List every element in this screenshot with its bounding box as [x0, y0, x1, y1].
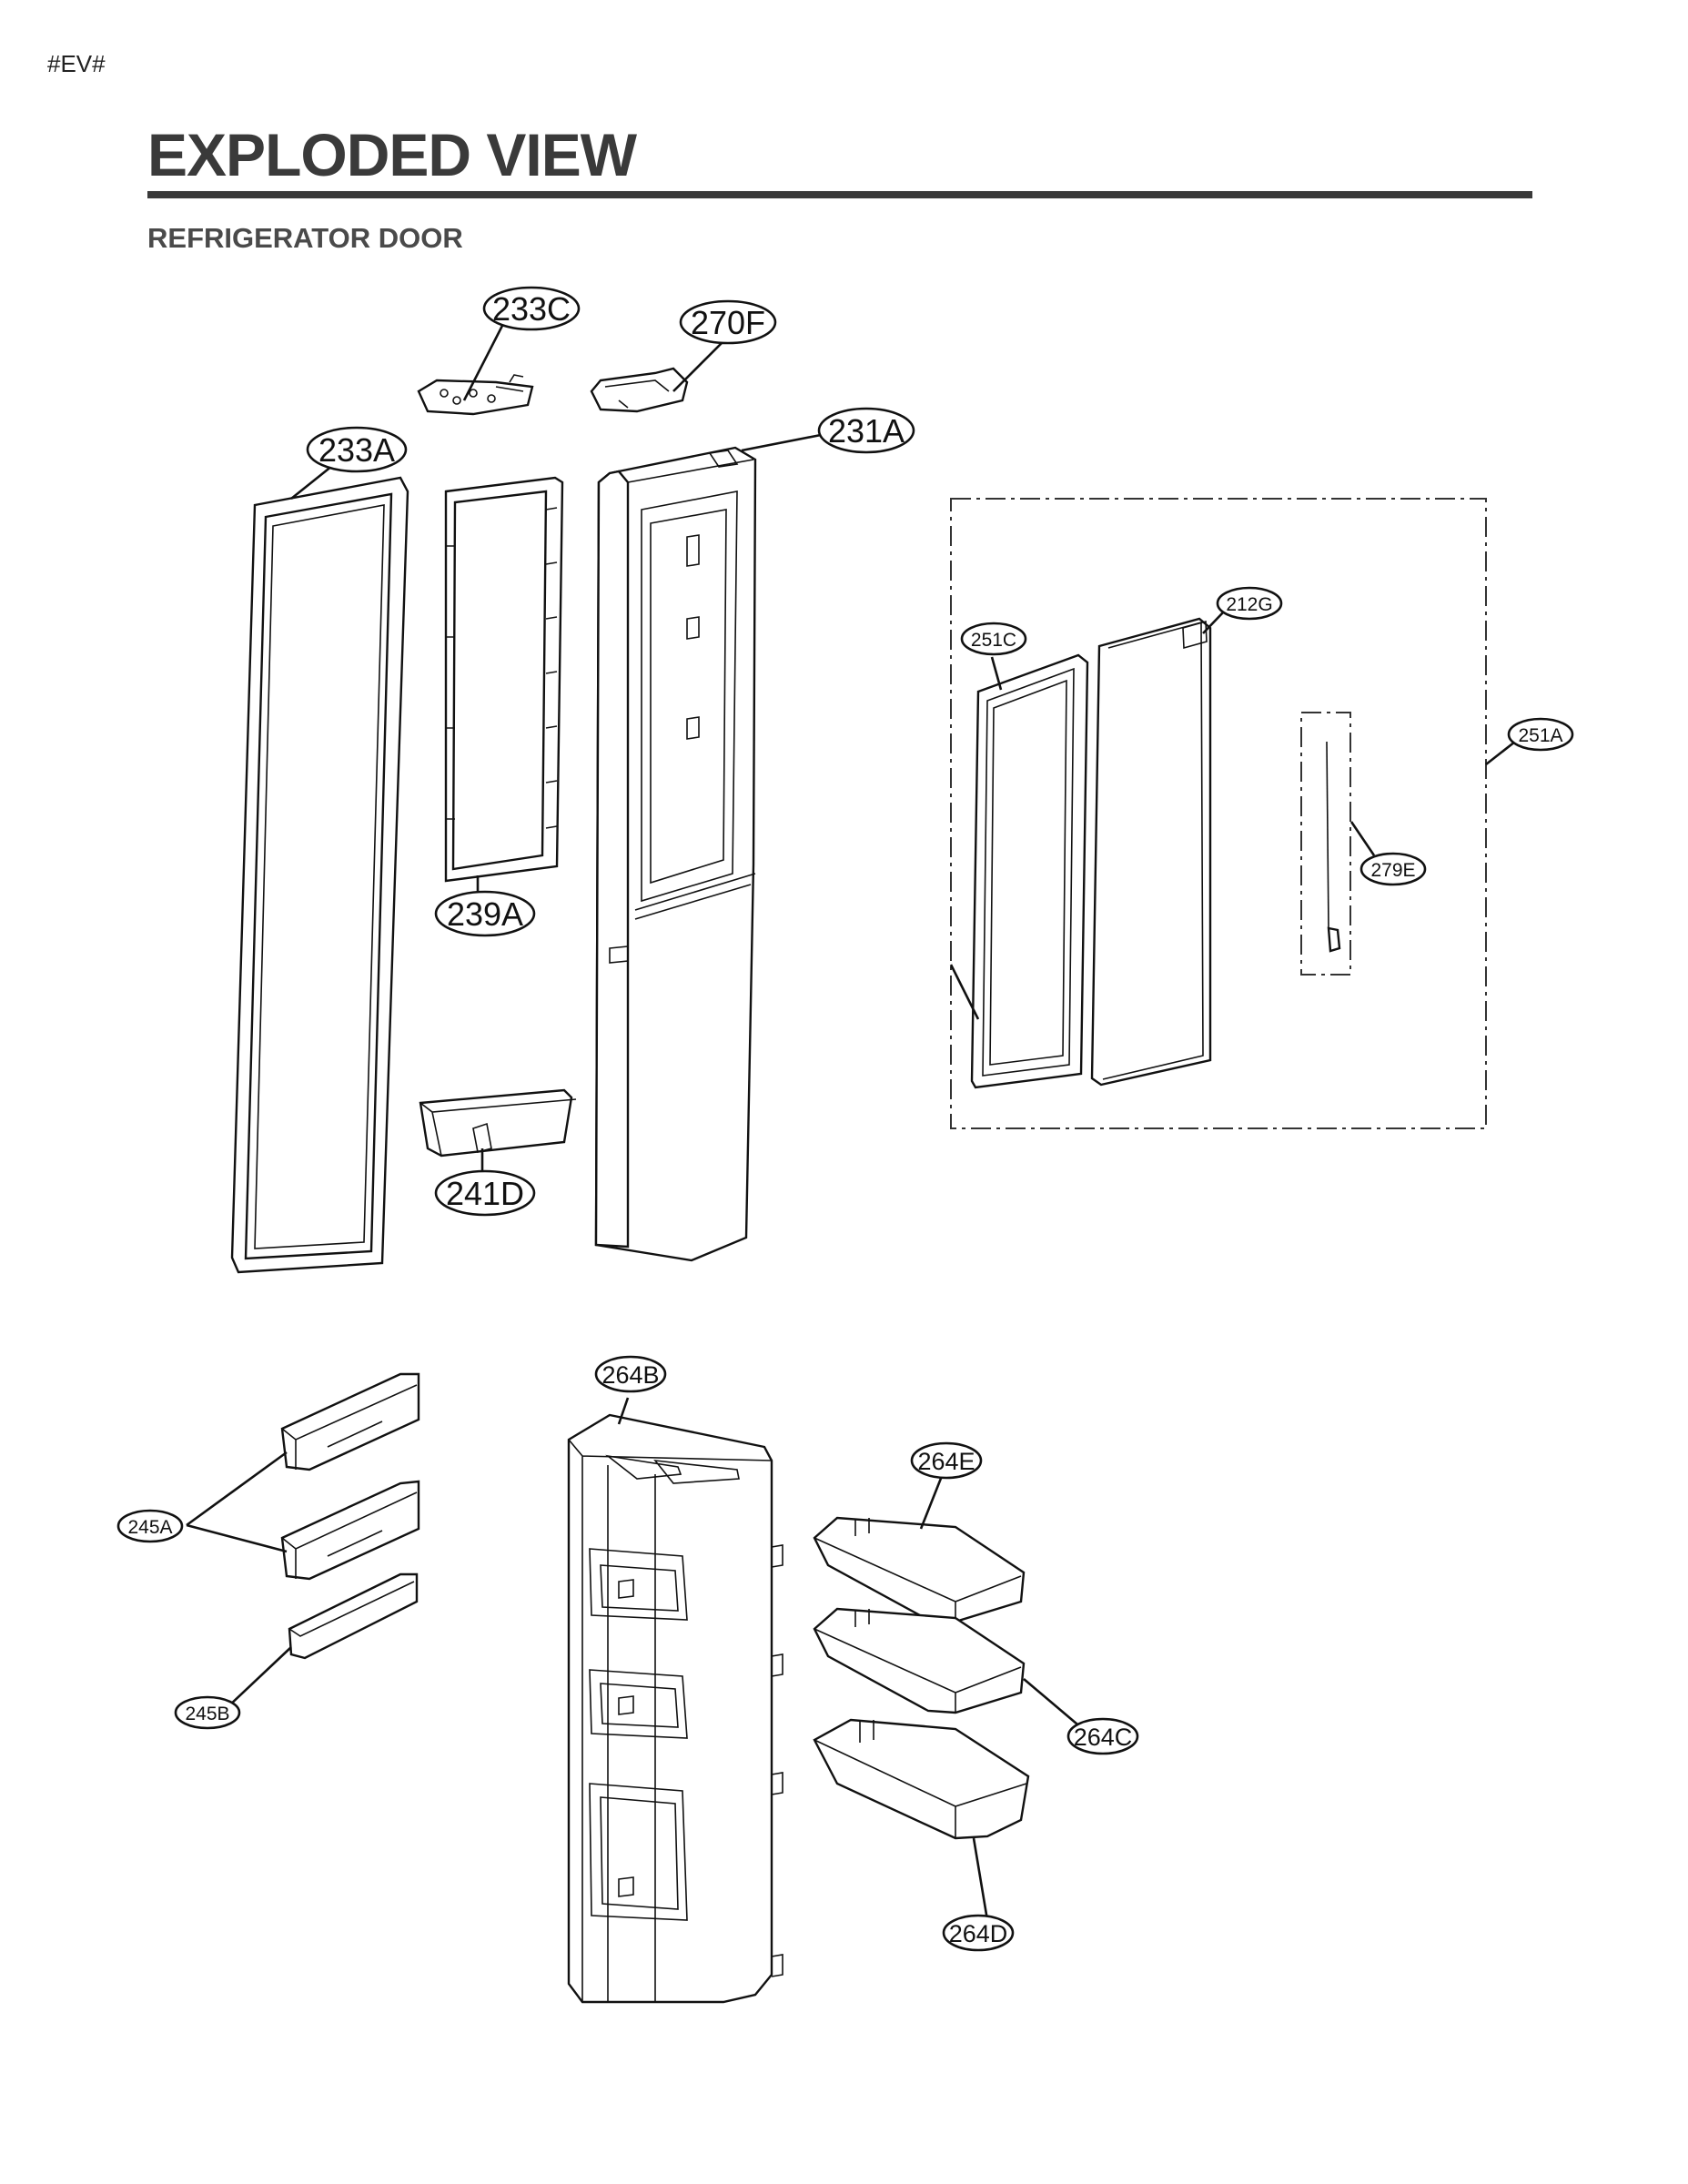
- leader-279E: [1349, 821, 1376, 856]
- callout-264B: 264B: [594, 1355, 667, 1393]
- callout-245B: 245B: [174, 1695, 241, 1730]
- leader-251A: [1485, 740, 1516, 766]
- part-212G-door-panel: [1090, 617, 1212, 1087]
- callout-251C: 251C: [960, 622, 1027, 656]
- callout-264C: 264C: [1066, 1717, 1139, 1755]
- page-subtitle: REFRIGERATOR DOOR: [147, 222, 463, 254]
- part-251C-gasket: [970, 653, 1089, 1089]
- callout-270F: 270F: [679, 299, 777, 345]
- leader-233A: [290, 464, 333, 500]
- leader-231A: [741, 433, 822, 452]
- callout-212G: 212G: [1216, 586, 1283, 621]
- callout-245A-label: 245A: [127, 1517, 172, 1538]
- callout-212G-label: 212G: [1226, 594, 1272, 615]
- callout-231A-label: 231A: [828, 412, 905, 450]
- leader-245A: [186, 1451, 288, 1553]
- part-233C-hinge: [417, 374, 534, 416]
- part-245A-shelf-lower: [280, 1480, 420, 1581]
- callout-239A: 239A: [434, 890, 536, 937]
- leader-264E: [919, 1475, 944, 1530]
- part-245A-shelf-upper: [280, 1372, 420, 1471]
- part-231A-door-assembly: [594, 446, 757, 1262]
- callout-264E: 264E: [910, 1441, 983, 1480]
- callout-270F-label: 270F: [691, 304, 765, 341]
- part-245B-shelf: [288, 1572, 419, 1660]
- leader-264D: [972, 1837, 989, 1921]
- callout-264C-label: 264C: [1074, 1724, 1133, 1751]
- leader-270F: [672, 338, 727, 392]
- callout-239A-label: 239A: [447, 895, 523, 933]
- callout-264D: 264D: [942, 1914, 1015, 1952]
- callout-245B-label: 245B: [185, 1704, 229, 1724]
- page-title: EXPLODED VIEW: [147, 121, 637, 188]
- part-270F-hinge-cover: [590, 367, 689, 413]
- callout-231A: 231A: [817, 407, 915, 454]
- title-underline: [147, 191, 1532, 198]
- leader-233C: [462, 319, 507, 401]
- callout-245A: 245A: [116, 1509, 184, 1543]
- leader-251C: [990, 656, 1003, 691]
- callout-233A: 233A: [306, 426, 408, 473]
- part-241D-door-bin: [419, 1088, 577, 1158]
- part-239A-inner-frame: [444, 476, 564, 883]
- callout-264D-label: 264D: [949, 1920, 1008, 1947]
- subassembly-251A-frame: [950, 498, 1487, 1129]
- part-264C-door-bin: [813, 1607, 1026, 1714]
- document-tag: #EV#: [47, 50, 106, 77]
- part-279E-frame: [1300, 712, 1351, 976]
- callout-279E: 279E: [1359, 852, 1427, 886]
- part-264B-door-liner: [567, 1413, 783, 2004]
- callout-264E-label: 264E: [917, 1448, 975, 1475]
- callout-264B-label: 264B: [601, 1361, 659, 1389]
- part-264D-door-bin: [813, 1718, 1030, 1840]
- leader-264B: [617, 1397, 630, 1425]
- leader-212G: [1202, 611, 1225, 634]
- callout-251A: 251A: [1507, 717, 1574, 752]
- callout-251A-label: 251A: [1518, 725, 1562, 746]
- callout-251C-label: 251C: [971, 630, 1016, 651]
- callout-233A-label: 233A: [318, 431, 395, 469]
- leader-251A-to-gasket: [949, 964, 980, 1020]
- callout-241D: 241D: [434, 1169, 536, 1217]
- leader-245B: [227, 1646, 292, 1708]
- part-264E-door-bin: [813, 1516, 1026, 1623]
- part-233A-door-gasket: [230, 476, 409, 1274]
- callout-279E-label: 279E: [1370, 860, 1415, 881]
- callout-233C-label: 233C: [492, 290, 571, 328]
- leader-264C: [1023, 1678, 1084, 1730]
- callout-241D-label: 241D: [446, 1175, 524, 1212]
- part-279E-wire: [1326, 741, 1341, 953]
- callout-233C: 233C: [482, 286, 581, 331]
